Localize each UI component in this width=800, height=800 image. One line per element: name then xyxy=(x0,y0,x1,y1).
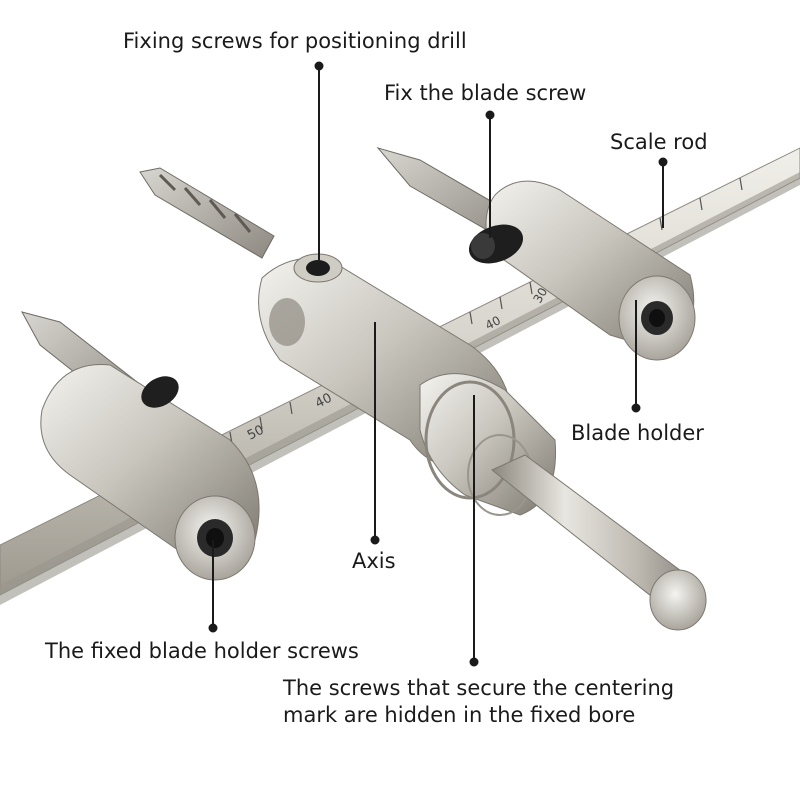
callout-axis: Axis xyxy=(352,549,396,573)
shank xyxy=(491,454,707,631)
front-blade-holder xyxy=(40,364,260,581)
scale-mark-40-center: 40 xyxy=(483,313,503,332)
callout-fix-blade-screw: Fix the blade screw xyxy=(384,81,587,105)
drill-position-screw xyxy=(306,260,330,276)
callout-fixed-blade-holder-screws: The fixed blade holder screws xyxy=(45,639,359,663)
callout-centering-mark-screws: The screws that secure the centering mar… xyxy=(283,675,674,730)
scale-mark-50-front: 50 xyxy=(245,423,267,444)
scale-mark-40-front: 40 xyxy=(313,391,335,412)
far-blade-holder xyxy=(468,180,696,361)
blade-set-screw xyxy=(468,224,524,264)
callout-scale-rod: Scale rod xyxy=(610,130,708,154)
leader-lines xyxy=(208,61,668,667)
scale-mark-30-center: 30 xyxy=(530,285,550,305)
callout-blade-holder: Blade holder xyxy=(571,421,704,445)
callout-centering-line-2: mark are hidden in the fixed bore xyxy=(283,703,636,728)
callout-drill-positioning-screws: Fixing screws for positioning drill xyxy=(123,29,467,53)
drill-bit xyxy=(139,167,275,259)
callout-centering-line-1: The screws that secure the centering xyxy=(283,676,675,700)
